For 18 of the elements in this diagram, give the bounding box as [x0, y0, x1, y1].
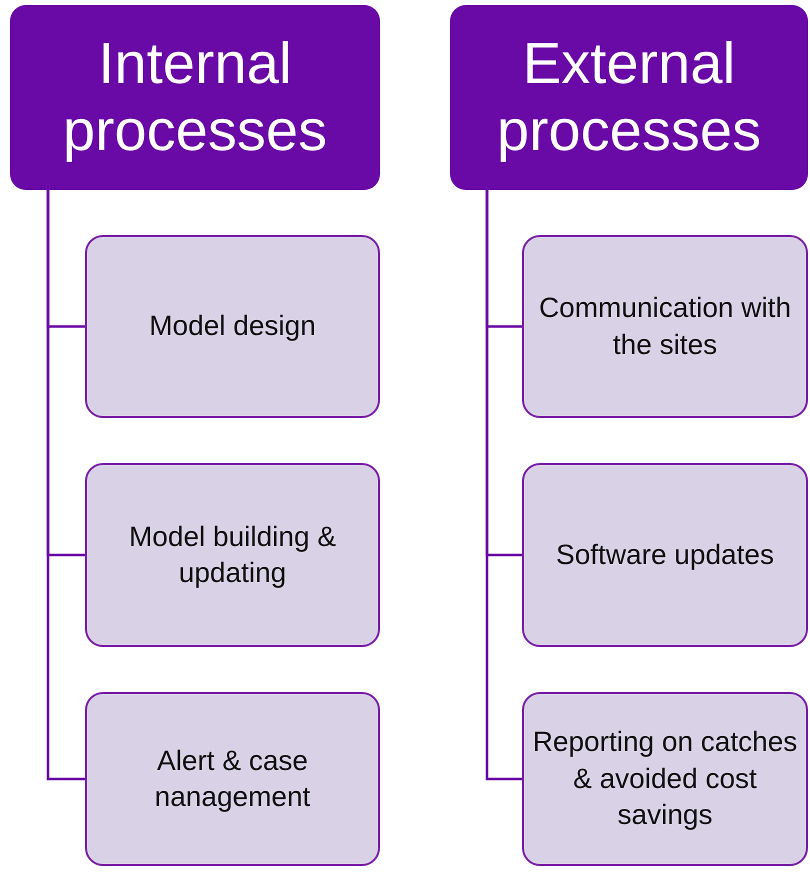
box-text: Reporting on catches & avoided cost savings — [532, 725, 798, 832]
process-box — [522, 463, 808, 647]
process-box — [85, 692, 380, 866]
connector-line — [486, 190, 522, 780]
box-text: External processes — [496, 30, 762, 164]
header-box — [450, 5, 808, 190]
process-box — [522, 235, 808, 418]
connector-line — [46, 190, 85, 780]
box-text: Software updates — [556, 538, 774, 572]
box-text: Model building & updating — [128, 520, 338, 590]
box-text: Alert & case nanagement — [154, 744, 312, 814]
process-box — [85, 463, 380, 647]
box-text: Internal processes — [62, 30, 328, 164]
header-box — [10, 5, 380, 190]
box-text: Model design — [149, 309, 316, 344]
box-text: Communication with the sites — [538, 291, 792, 362]
process-box — [522, 692, 808, 866]
process-box — [85, 235, 380, 418]
